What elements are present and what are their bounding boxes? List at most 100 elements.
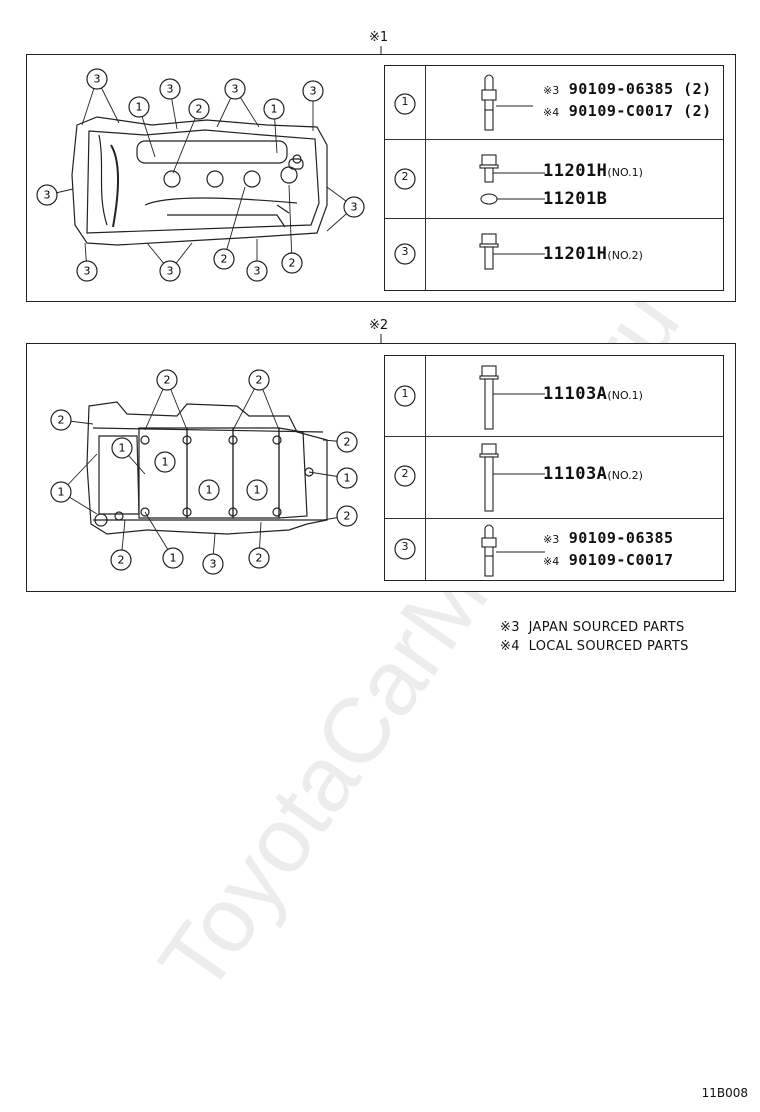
table-row: 3 11201H(NO.2) [385, 218, 723, 290]
section-2-label: ※2 [369, 318, 389, 333]
part-number: 11201B [543, 189, 608, 209]
part-number: 11103A [543, 464, 608, 484]
long-flange-bolt-icon [479, 365, 545, 430]
svg-text:3: 3 [84, 265, 91, 278]
legend-text: LOCAL SOURCED PARTS [528, 639, 689, 654]
part-number: 11201H [543, 244, 608, 264]
svg-text:3: 3 [167, 83, 174, 96]
svg-text:3: 3 [94, 73, 101, 86]
section-2-panel: 2 2 2 1 1 1 1 2 1 1 2 2 1 3 2 1 [26, 343, 736, 592]
row-index: 2 [401, 170, 409, 183]
legend-item: ※4 LOCAL SOURCED PARTS [500, 639, 689, 654]
diagram-code: 11B008 [701, 1086, 748, 1100]
callout-3: 3 [202, 553, 224, 575]
section-1-panel: 3 1 3 2 3 1 3 3 3 3 3 2 3 2 1 [26, 54, 736, 302]
legend-text: JAPAN SOURCED PARTS [528, 620, 685, 635]
svg-text:3: 3 [210, 558, 217, 571]
table-row: 1 11103A(NO.1) [385, 356, 723, 437]
svg-text:1: 1 [58, 486, 65, 499]
part-number: 90109-06385 [568, 529, 674, 547]
part-sub: (NO.1) [607, 166, 643, 179]
callout-3: 3 [159, 260, 181, 282]
cylinder-head-cover-drawing: 3 1 3 2 3 1 3 3 3 3 3 2 3 2 [36, 68, 365, 282]
callout-2: 2 [336, 431, 358, 453]
legend-item: ※3 JAPAN SOURCED PARTS [500, 620, 685, 635]
row-index: 2 [401, 467, 409, 480]
svg-text:2: 2 [344, 436, 351, 449]
table-row: 2 11103A(NO.2) [385, 436, 723, 519]
section-1-label: ※1 [369, 30, 389, 45]
callout-1: 1 [162, 547, 184, 569]
row-index-callout [394, 168, 416, 190]
callout-3: 3 [343, 196, 365, 218]
svg-text:1: 1 [119, 442, 126, 455]
callout-3: 3 [159, 78, 181, 100]
svg-text:2: 2 [196, 103, 203, 116]
table-row: 3 ※3 90109-06385 ※4 90109-C0017 [385, 518, 723, 580]
svg-text:2: 2 [164, 374, 171, 387]
svg-text:3: 3 [232, 83, 239, 96]
row-index-callout [394, 538, 416, 560]
svg-text:3: 3 [44, 189, 51, 202]
callout-2: 2 [281, 252, 303, 274]
callout-1: 1 [128, 96, 150, 118]
callout-1: 1 [111, 437, 133, 459]
section-1-leader [380, 46, 382, 55]
legend-mark: ※4 [500, 639, 520, 654]
parts-table-1: 1 ※3 90109-06385 (2) ※4 90109-C0017 (2) [384, 65, 724, 291]
legend-mark: ※3 [500, 620, 520, 635]
flange-bolt-icon [479, 233, 545, 270]
cylinder-head-drawing: 2 2 2 1 1 1 1 2 1 1 2 2 1 3 2 [50, 369, 358, 575]
part-number: 90109-06385 [568, 80, 674, 98]
svg-text:3: 3 [310, 85, 317, 98]
svg-text:1: 1 [344, 472, 351, 485]
part-number-line: ※4 90109-C0017 (2) [543, 102, 712, 120]
callout-2: 2 [248, 369, 270, 391]
callout-3: 3 [302, 80, 324, 102]
callout-1: 1 [154, 451, 176, 473]
callout-2: 2 [50, 409, 72, 431]
svg-text:1: 1 [206, 484, 213, 497]
part-number-line: 11201B [543, 189, 607, 209]
callout-2: 2 [110, 549, 132, 571]
svg-text:1: 1 [136, 101, 143, 114]
part-sub: (NO.2) [607, 249, 643, 262]
part-number-line: ※4 90109-C0017 [543, 551, 674, 569]
row-index-callout [394, 93, 416, 115]
note-mark: ※3 [543, 84, 560, 97]
row-index-callout [394, 243, 416, 265]
part-number-line: 11201H(NO.2) [543, 244, 643, 264]
callout-2: 2 [188, 98, 210, 120]
bolt-stud-icon [481, 74, 533, 131]
callout-1: 1 [50, 481, 72, 503]
table-row: 2 11201H(NO.1) 11201B [385, 139, 723, 219]
part-number-line: 11103A(NO.2) [543, 464, 643, 484]
part-qty: (2) [683, 102, 712, 120]
svg-text:1: 1 [254, 484, 261, 497]
row-index-callout [394, 465, 416, 487]
row-index: 1 [401, 387, 409, 400]
callout-2: 2 [248, 547, 270, 569]
note-mark: ※4 [543, 555, 560, 568]
callout-1: 1 [263, 98, 285, 120]
callout-3: 3 [86, 68, 108, 90]
row-index-callout [394, 385, 416, 407]
part-number-line: ※3 90109-06385 [543, 529, 674, 547]
part-qty: (2) [683, 80, 712, 98]
note-mark: ※4 [543, 106, 560, 119]
part-number-line: ※3 90109-06385 (2) [543, 80, 712, 98]
callout-1: 1 [246, 479, 268, 501]
row-index: 1 [401, 95, 409, 108]
svg-text:2: 2 [289, 257, 296, 270]
svg-text:2: 2 [256, 552, 263, 565]
svg-text:1: 1 [170, 552, 177, 565]
callout-3: 3 [224, 78, 246, 100]
part-number: 90109-C0017 [568, 102, 674, 120]
svg-text:1: 1 [162, 456, 169, 469]
part-sub: (NO.2) [607, 469, 643, 482]
callout-1: 1 [198, 479, 220, 501]
svg-text:1: 1 [271, 103, 278, 116]
svg-text:2: 2 [344, 510, 351, 523]
svg-text:3: 3 [167, 265, 174, 278]
callout-3: 3 [76, 260, 98, 282]
